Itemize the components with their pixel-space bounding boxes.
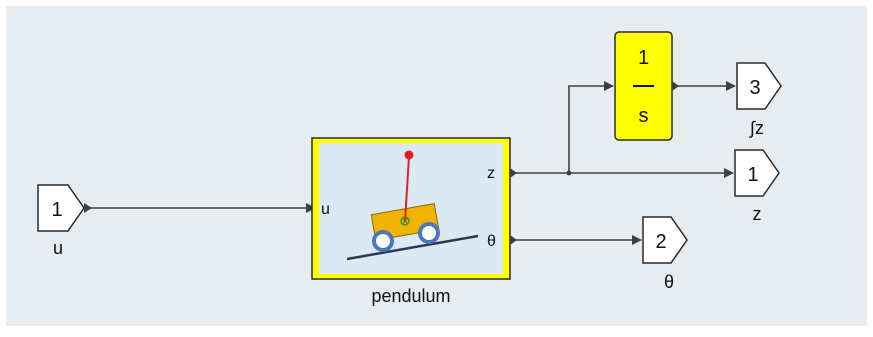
integrator-numerator: 1 xyxy=(638,47,649,69)
pendulum-block[interactable]: u z θ pendulum xyxy=(311,137,517,306)
outport-z-label: z xyxy=(753,204,762,224)
pendulum-block-name: pendulum xyxy=(371,286,450,306)
slope-line xyxy=(346,234,479,261)
outport-theta-label: θ xyxy=(664,272,674,292)
signal-z-to-integrator[interactable] xyxy=(568,81,614,173)
outport-z[interactable]: 1 z xyxy=(734,149,780,224)
outport-z-shape[interactable] xyxy=(734,149,780,197)
pivot-cross-icon xyxy=(401,217,409,225)
outport-int-z-number: 3 xyxy=(749,77,760,99)
integrator-block[interactable]: 1 s xyxy=(614,31,679,141)
pendulum-out-z-port-icon xyxy=(510,168,517,178)
outport-theta[interactable]: 2 θ xyxy=(642,216,688,292)
inport-u-label: u xyxy=(53,238,63,258)
integrator-denominator: s xyxy=(639,105,649,127)
outport-theta-shape[interactable] xyxy=(642,216,688,264)
outport-int-z[interactable]: 3 ∫z xyxy=(736,62,782,138)
outport-z-number: 1 xyxy=(747,164,758,186)
pendulum-bob xyxy=(404,150,414,160)
inport-u-port-icon xyxy=(84,203,92,213)
wheel-left-icon xyxy=(372,230,394,252)
pendulum-rod xyxy=(404,155,410,223)
signal-lines xyxy=(90,81,736,245)
inport-u-number: 1 xyxy=(51,199,62,221)
outport-int-z-label: ∫z xyxy=(748,118,764,138)
outport-int-z-shape[interactable] xyxy=(736,62,782,110)
pendulum-port-z-label: z xyxy=(487,165,495,182)
cart-pendulum-on-slope-icon xyxy=(346,150,479,261)
pendulum-out-theta-port-icon xyxy=(510,235,517,245)
pivot-icon xyxy=(400,216,410,226)
integrator-out-port-icon xyxy=(672,81,679,91)
pendulum-port-u-label: u xyxy=(321,201,330,218)
inport-u[interactable]: 1 u xyxy=(37,184,92,258)
wheel-right-icon xyxy=(418,222,440,244)
branch-point xyxy=(566,170,572,176)
outport-theta-number: 2 xyxy=(655,231,666,253)
pendulum-port-theta-label: θ xyxy=(487,233,496,250)
inport-u-shape[interactable] xyxy=(37,184,85,232)
